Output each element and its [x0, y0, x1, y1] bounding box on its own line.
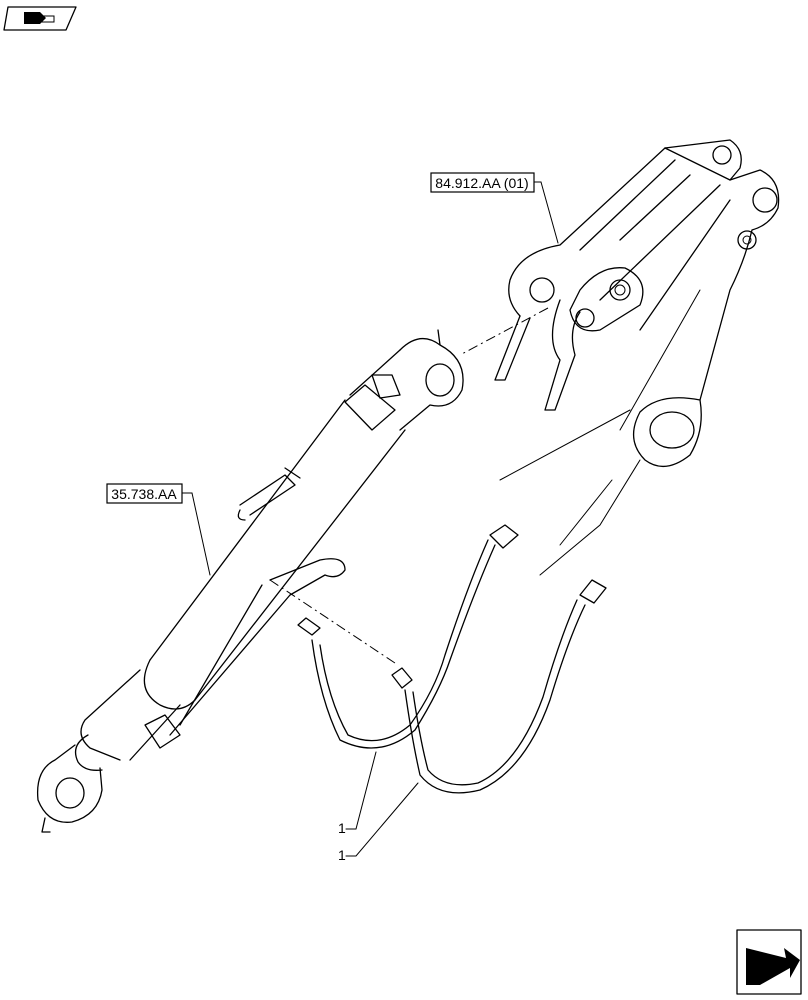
callout-arm-reference-text: 84.912.AA (01) — [435, 175, 528, 191]
hose-1-right — [391, 579, 607, 794]
callout-arm-reference[interactable]: 84.912.AA (01) — [430, 172, 559, 244]
callout-item-1a[interactable]: 1 — [338, 751, 377, 836]
callout-item-1b[interactable]: 1 — [338, 782, 419, 863]
previous-page-icon[interactable] — [3, 6, 77, 31]
callout-cylinder-reference[interactable]: 35.738.AA — [106, 483, 211, 576]
alignment-line-arm — [459, 307, 549, 356]
hydraulic-cylinder — [36, 329, 464, 833]
alignment-line-hose — [269, 579, 399, 666]
callout-item-1a-text: 1 — [338, 820, 346, 836]
callout-cylinder-reference-text: 35.738.AA — [111, 486, 177, 502]
callout-item-1b-text: 1 — [338, 847, 346, 863]
next-page-icon[interactable] — [736, 929, 802, 995]
arm-structure — [494, 139, 780, 576]
